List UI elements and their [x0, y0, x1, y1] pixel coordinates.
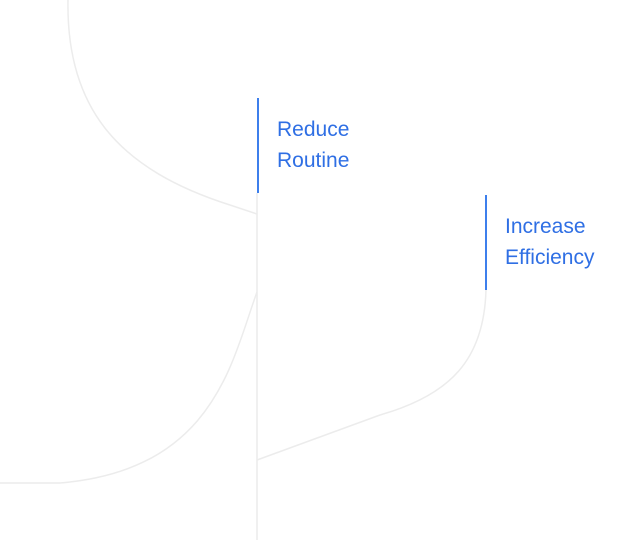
curve-right	[256, 289, 487, 461]
callout-line-1: Reduce	[277, 118, 350, 141]
callout-line-2: Efficiency	[505, 246, 595, 269]
callout-line-2: Routine	[277, 149, 350, 172]
curve-lower-left	[0, 291, 258, 484]
callout-reduce-routine: Reduce Routine	[257, 98, 349, 193]
callout-text: Increase Efficiency	[505, 211, 595, 273]
curve-top-left	[67, 0, 258, 215]
callout-line-1: Increase	[505, 215, 586, 238]
callout-text: Reduce Routine	[277, 114, 349, 176]
callout-increase-efficiency: Increase Efficiency	[485, 195, 595, 290]
